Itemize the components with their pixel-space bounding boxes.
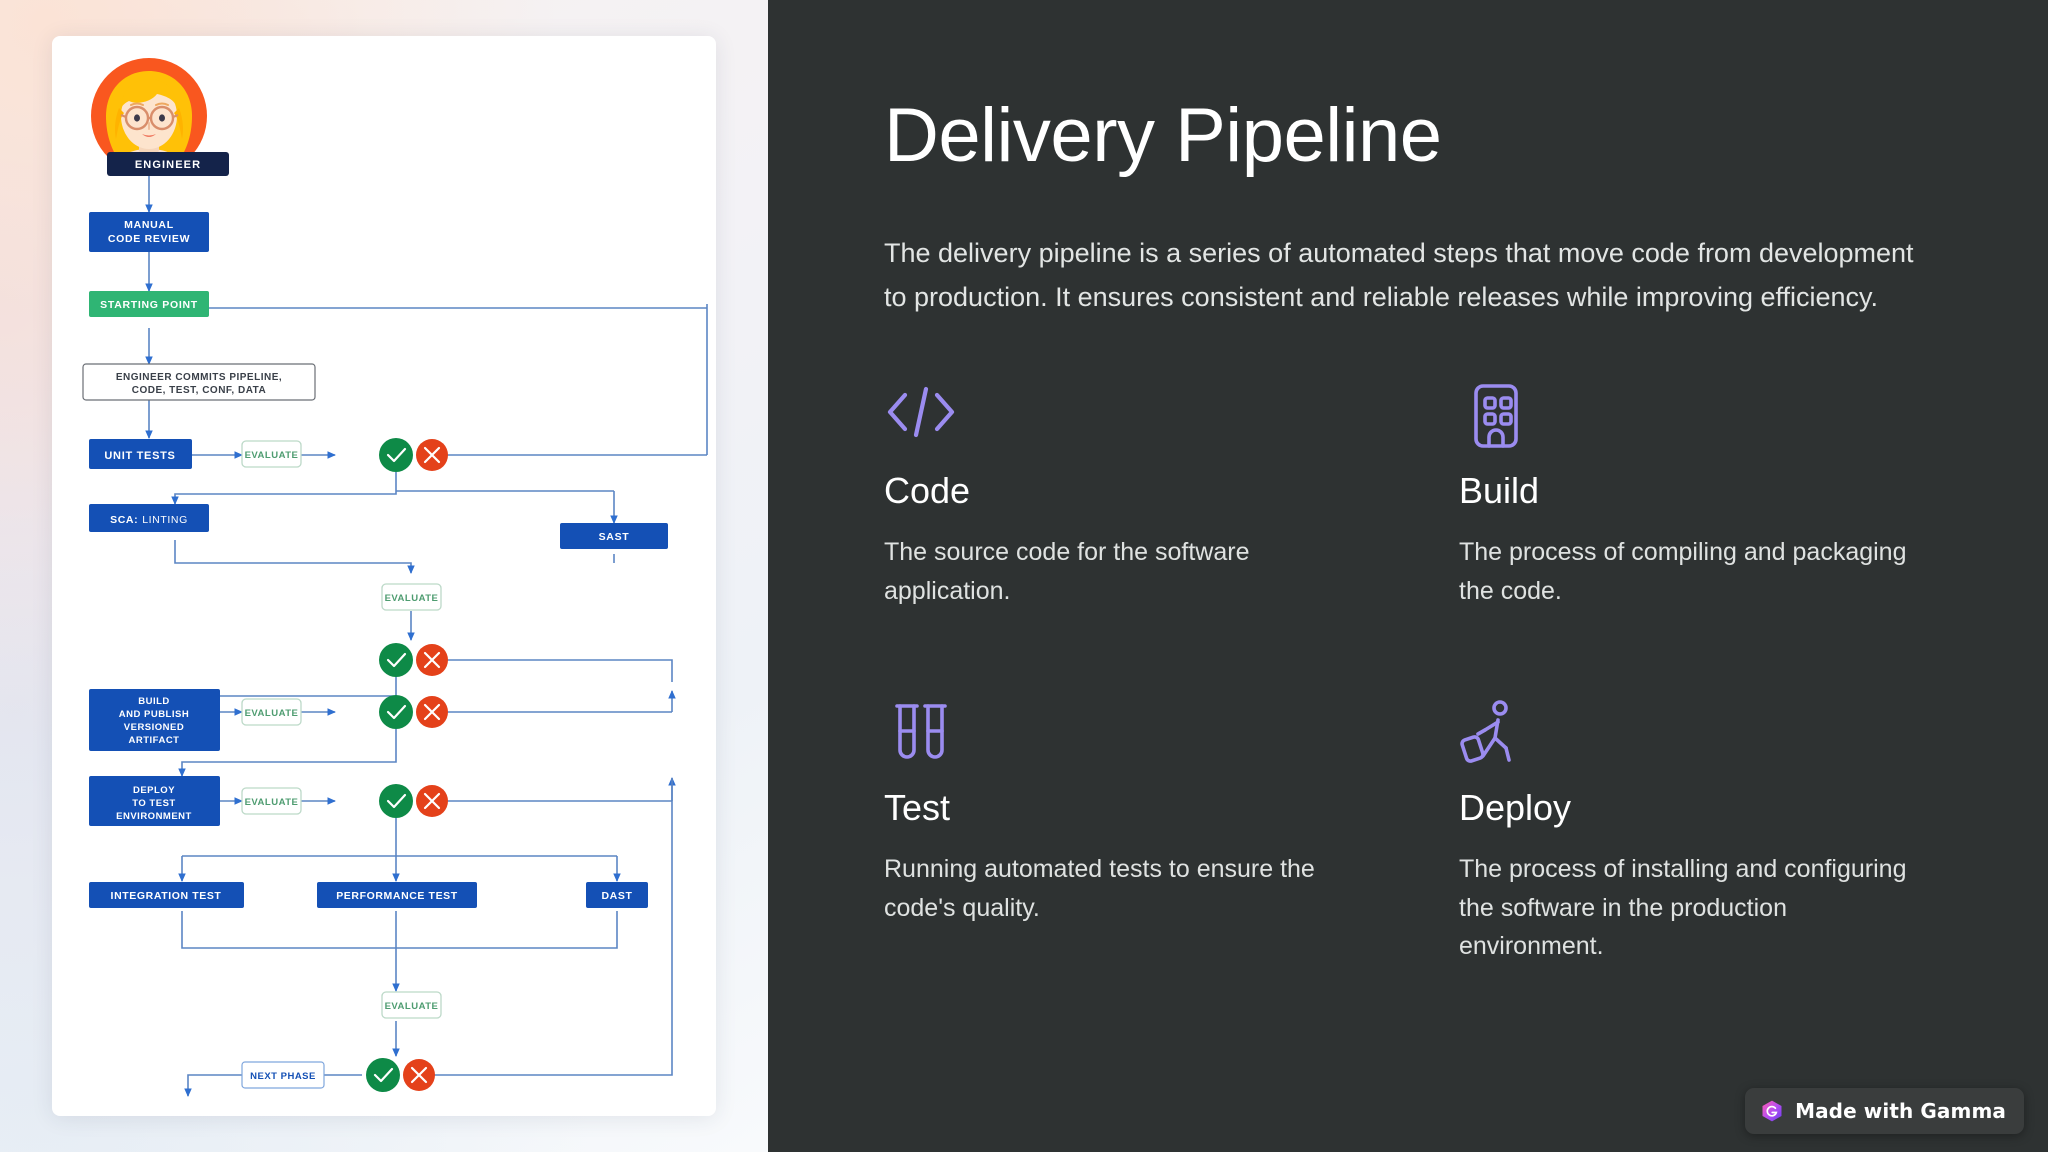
content-panel: Delivery Pipeline The delivery pipeline … <box>768 0 2048 1152</box>
building-icon <box>1459 381 1924 455</box>
node-build-line3: VERSIONED <box>124 722 184 733</box>
diagram-panel: ENGINEER MANUAL CODE REVIEW STARTING POI… <box>0 0 768 1152</box>
node-performance-test: PERFORMANCE TEST <box>317 882 477 908</box>
made-with-gamma-badge[interactable]: Made with Gamma <box>1745 1088 2024 1134</box>
node-engineer-commits: ENGINEER COMMITS PIPELINE, CODE, TEST, C… <box>82 363 316 401</box>
svg-text:SCA:LINTING: SCA:LINTING <box>110 514 188 526</box>
node-commit-line2: CODE, TEST, CONF, DATA <box>132 385 267 396</box>
intro-paragraph: The delivery pipeline is a series of aut… <box>884 237 1914 312</box>
node-sast-label: SAST <box>599 531 630 543</box>
card-deploy: Deploy The process of installing and con… <box>1459 698 1924 966</box>
feature-cards-grid: Code The source code for the software ap… <box>884 381 1924 966</box>
node-build-line1: BUILD <box>138 696 170 707</box>
card-test-desc: Running automated tests to ensure the co… <box>884 854 1315 922</box>
node-integration-test-label: INTEGRATION TEST <box>111 890 222 902</box>
card-code-desc: The source code for the software applica… <box>884 537 1250 605</box>
pipeline-flowchart-svg: ENGINEER MANUAL CODE REVIEW STARTING POI… <box>82 58 708 1097</box>
node-evaluate-3: EVALUATE <box>241 698 302 726</box>
node-sca-prefix: SCA: <box>110 514 138 526</box>
card-build-title: Build <box>1459 470 1540 512</box>
gamma-badge-label: Made with Gamma <box>1795 1099 2006 1123</box>
pipeline-diagram-card: ENGINEER MANUAL CODE REVIEW STARTING POI… <box>52 36 716 1116</box>
node-starting-point-label: STARTING POINT <box>100 299 198 311</box>
node-engineer-label: ENGINEER <box>135 159 201 171</box>
node-engineer: ENGINEER <box>107 152 229 176</box>
card-deploy-title: Deploy <box>1459 787 1572 829</box>
node-evaluate-3-label: EVALUATE <box>245 708 299 719</box>
node-deploy-test-env: DEPLOY TO TEST ENVIRONMENT <box>89 776 220 826</box>
gate-2 <box>379 643 448 677</box>
card-build: Build The process of compiling and packa… <box>1459 381 1924 610</box>
card-test-title: Test <box>884 787 951 829</box>
node-deploy-line2: TO TEST <box>132 798 175 809</box>
node-evaluate-4: EVALUATE <box>241 787 302 815</box>
code-brackets-icon <box>884 381 1349 455</box>
node-next-phase: NEXT PHASE <box>241 1061 325 1089</box>
pass-circle <box>379 784 413 818</box>
pass-circle <box>366 1058 400 1092</box>
gamma-logo-icon <box>1762 1100 1782 1122</box>
node-deploy-line3: ENVIRONMENT <box>116 811 192 822</box>
pass-circle <box>379 438 413 472</box>
gate-4 <box>379 784 448 818</box>
flow-connectors <box>145 174 708 1097</box>
card-code: Code The source code for the software ap… <box>884 381 1349 610</box>
node-build-line4: ARTIFACT <box>129 735 180 746</box>
node-build-publish: BUILD AND PUBLISH VERSIONED ARTIFACT <box>89 689 220 751</box>
gate-5 <box>366 1058 435 1092</box>
node-sca-linting: SCA:LINTING <box>89 504 209 532</box>
gate-3 <box>379 695 448 729</box>
page-title: Delivery Pipeline <box>884 93 1442 178</box>
node-dast-label: DAST <box>602 890 633 902</box>
node-sast: SAST <box>560 523 668 549</box>
node-commit-line1: ENGINEER COMMITS PIPELINE, <box>116 372 282 383</box>
node-evaluate-1-label: EVALUATE <box>245 450 299 461</box>
pass-circle <box>379 695 413 729</box>
node-evaluate-4-label: EVALUATE <box>245 797 299 808</box>
node-evaluate-2-label: EVALUATE <box>385 593 439 604</box>
node-performance-test-label: PERFORMANCE TEST <box>336 890 458 902</box>
card-code-title: Code <box>884 470 971 512</box>
traveler-luggage-icon <box>1459 698 1924 772</box>
card-deploy-desc: The process of installing and configurin… <box>1459 854 1907 961</box>
test-tubes-icon <box>884 698 1349 772</box>
node-starting-point: STARTING POINT <box>89 291 209 317</box>
gate-1 <box>379 438 448 472</box>
node-next-phase-label: NEXT PHASE <box>250 1071 316 1082</box>
node-evaluate-2: EVALUATE <box>381 583 442 611</box>
node-evaluate-5-label: EVALUATE <box>385 1001 439 1012</box>
pass-circle <box>379 643 413 677</box>
node-dast: DAST <box>586 882 648 908</box>
node-manual-code-review: MANUAL CODE REVIEW <box>89 212 209 252</box>
node-build-line2: AND PUBLISH <box>119 709 189 720</box>
node-unit-tests-label: UNIT TESTS <box>104 450 175 462</box>
card-test: Test Running automated tests to ensure t… <box>884 698 1349 966</box>
node-deploy-line1: DEPLOY <box>133 785 175 796</box>
node-evaluate-5: EVALUATE <box>381 991 442 1019</box>
node-evaluate-1: EVALUATE <box>241 440 302 468</box>
node-unit-tests: UNIT TESTS <box>89 439 192 469</box>
node-integration-test: INTEGRATION TEST <box>89 882 244 908</box>
node-manual-review-line2: CODE REVIEW <box>108 233 190 245</box>
node-manual-review-line1: MANUAL <box>124 219 174 231</box>
card-build-desc: The process of compiling and packaging t… <box>1459 537 1907 605</box>
